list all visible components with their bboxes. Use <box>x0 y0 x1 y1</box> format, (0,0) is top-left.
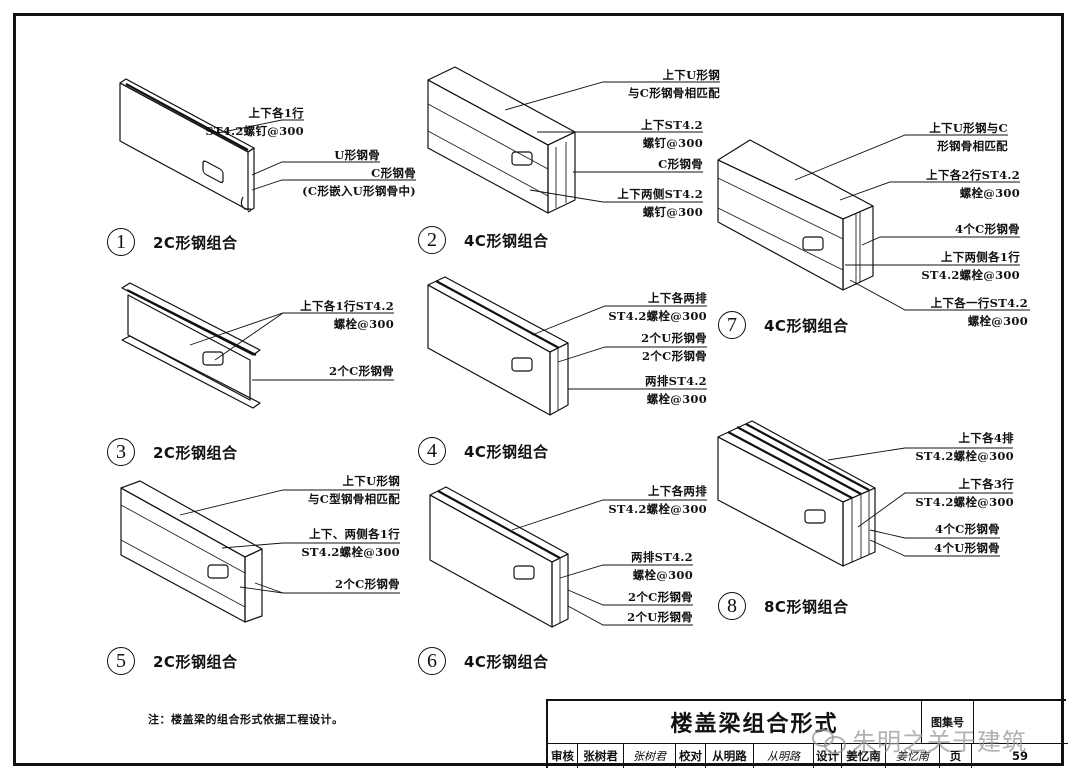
figure-2-label-1: 上下U形钢 与C形钢骨相匹配 <box>627 68 720 100</box>
figure-2-label-2: 上下ST4.2 螺钉@300 <box>641 118 703 150</box>
figure-title: 4C形钢组合 <box>764 316 849 335</box>
designer-signature: 姜忆南 <box>886 744 940 768</box>
review-label: 审核 <box>548 744 578 768</box>
watermark: 朱明之关于建筑 <box>812 722 1027 757</box>
reviewer-name: 张树君 <box>578 744 624 768</box>
designer-name: 姜忆南 <box>842 744 886 768</box>
figure-8-label-4: 4个U形钢骨 <box>934 541 1000 555</box>
figure-4-label-2: 2个U形钢骨 2个C形钢骨 <box>641 331 707 363</box>
figure-4-caption: 4 4C形钢组合 <box>418 437 548 465</box>
figure-number-circle: 6 <box>418 647 446 675</box>
atlas-number-label: 图集号 <box>922 701 974 744</box>
figure-8-caption: 8 8C形钢组合 <box>718 592 848 620</box>
figure-number-circle: 5 <box>107 647 135 675</box>
figure-6-label-2: 两排ST4.2 螺栓@300 <box>631 550 693 582</box>
figure-number-circle: 1 <box>107 228 135 256</box>
figure-4-label-1: 上下各两排 ST4.2螺栓@300 <box>608 291 707 323</box>
beam-figure-5 <box>120 480 400 623</box>
atlas-number-value <box>974 701 1068 744</box>
figure-number-circle: 2 <box>418 226 446 254</box>
watermark-text: 朱明之关于建筑 <box>852 728 1027 756</box>
figure-6-label-1: 上下各两排 ST4.2螺栓@300 <box>608 484 707 516</box>
figure-1-caption: 1 2C形钢组合 <box>107 228 237 256</box>
figure-8-label-1: 上下各4排 ST4.2螺栓@300 <box>915 431 1014 463</box>
figure-2-label-3: C形钢骨 <box>658 157 703 171</box>
page-number: 59 <box>1011 749 1028 763</box>
figure-7-label-3: 4个C形钢骨 <box>955 222 1020 236</box>
figure-title: 8C形钢组合 <box>764 597 849 616</box>
figure-5-label-2: 上下、两侧各1行 ST4.2螺栓@300 <box>301 527 400 559</box>
figure-6-label-3: 2个C形钢骨 <box>628 590 693 604</box>
drawing-title-cell: 楼盖梁组合形式 <box>548 701 922 744</box>
figure-title: 4C形钢组合 <box>464 442 549 461</box>
beam-figure-1 <box>119 78 416 213</box>
figure-5-caption: 5 2C形钢组合 <box>107 647 237 675</box>
drawing-frame <box>13 13 1064 766</box>
figure-8-label-3: 4个C形钢骨 <box>935 522 1000 536</box>
checker-signature: 从明路 <box>754 744 814 768</box>
figure-4-label-3: 两排ST4.2 螺栓@300 <box>645 374 707 406</box>
figure-1-label-3: C形钢骨 (C形嵌入U形钢骨中) <box>302 166 416 198</box>
drawing-title: 楼盖梁组合形式 <box>670 712 839 737</box>
figure-number-circle: 4 <box>418 437 446 465</box>
figure-2-caption: 2 4C形钢组合 <box>418 226 548 254</box>
figure-number-circle: 8 <box>718 592 746 620</box>
beam-figure-2 <box>427 66 720 214</box>
figure-3-label-2: 2个C形钢骨 <box>329 364 394 378</box>
figure-3-label-1: 上下各1行ST4.2 螺栓@300 <box>300 299 394 331</box>
figure-7-label-4: 上下两侧各1行 ST4.2螺栓@300 <box>921 250 1020 282</box>
figure-title: 2C形钢组合 <box>153 443 238 462</box>
beam-figure-8 <box>717 420 1013 567</box>
beam-figure-6 <box>429 486 707 628</box>
figure-number-circle: 7 <box>718 311 746 339</box>
title-block: 楼盖梁组合形式 图集号 审核 张树君 张树君 校对 从明路 从明路 设计 姜忆南… <box>546 699 1068 770</box>
reviewer-signature: 张树君 <box>624 744 676 768</box>
wechat-icon <box>812 727 846 754</box>
figure-6-caption: 6 4C形钢组合 <box>418 647 548 675</box>
check-label: 校对 <box>676 744 706 768</box>
figure-1-label-1: 上下各1行 ST4.2螺钉@300 <box>205 106 304 138</box>
design-note: 注：楼盖梁的组合形式依据工程设计。 <box>148 713 344 726</box>
figure-title: 2C形钢组合 <box>153 652 238 671</box>
checker-name: 从明路 <box>706 744 754 768</box>
figure-2-label-4: 上下两侧ST4.2 螺钉@300 <box>617 187 703 219</box>
figure-7-label-2: 上下各2行ST4.2 螺栓@300 <box>926 168 1020 200</box>
figure-7-label-5: 上下各一行ST4.2 螺栓@300 <box>930 296 1028 328</box>
figure-8-label-2: 上下各3行 ST4.2螺栓@300 <box>915 477 1014 509</box>
approval-row: 审核 张树君 张树君 校对 从明路 从明路 设计 姜忆南 姜忆南 页 59 <box>548 744 1068 770</box>
figure-number-circle: 3 <box>107 438 135 466</box>
beam-figure-7 <box>717 134 1030 311</box>
figure-5-label-1: 上下U形钢 与C型钢骨相匹配 <box>307 474 400 506</box>
beam-figure-3 <box>121 282 394 409</box>
figure-5-label-3: 2个C形钢骨 <box>335 577 400 591</box>
figure-title: 2C形钢组合 <box>153 233 238 252</box>
figure-title: 4C形钢组合 <box>464 652 549 671</box>
figure-3-caption: 3 2C形钢组合 <box>107 438 237 466</box>
figure-7-caption: 7 4C形钢组合 <box>718 311 848 339</box>
figure-title: 4C形钢组合 <box>464 231 549 250</box>
figure-6-label-4: 2个U形钢骨 <box>627 610 693 624</box>
page-label: 页 <box>940 744 972 768</box>
figure-1-label-2: U形钢骨 <box>334 148 380 162</box>
figure-7-label-1: 上下U形钢与C 形钢骨相匹配 <box>929 121 1008 153</box>
beam-figure-4 <box>427 276 707 416</box>
